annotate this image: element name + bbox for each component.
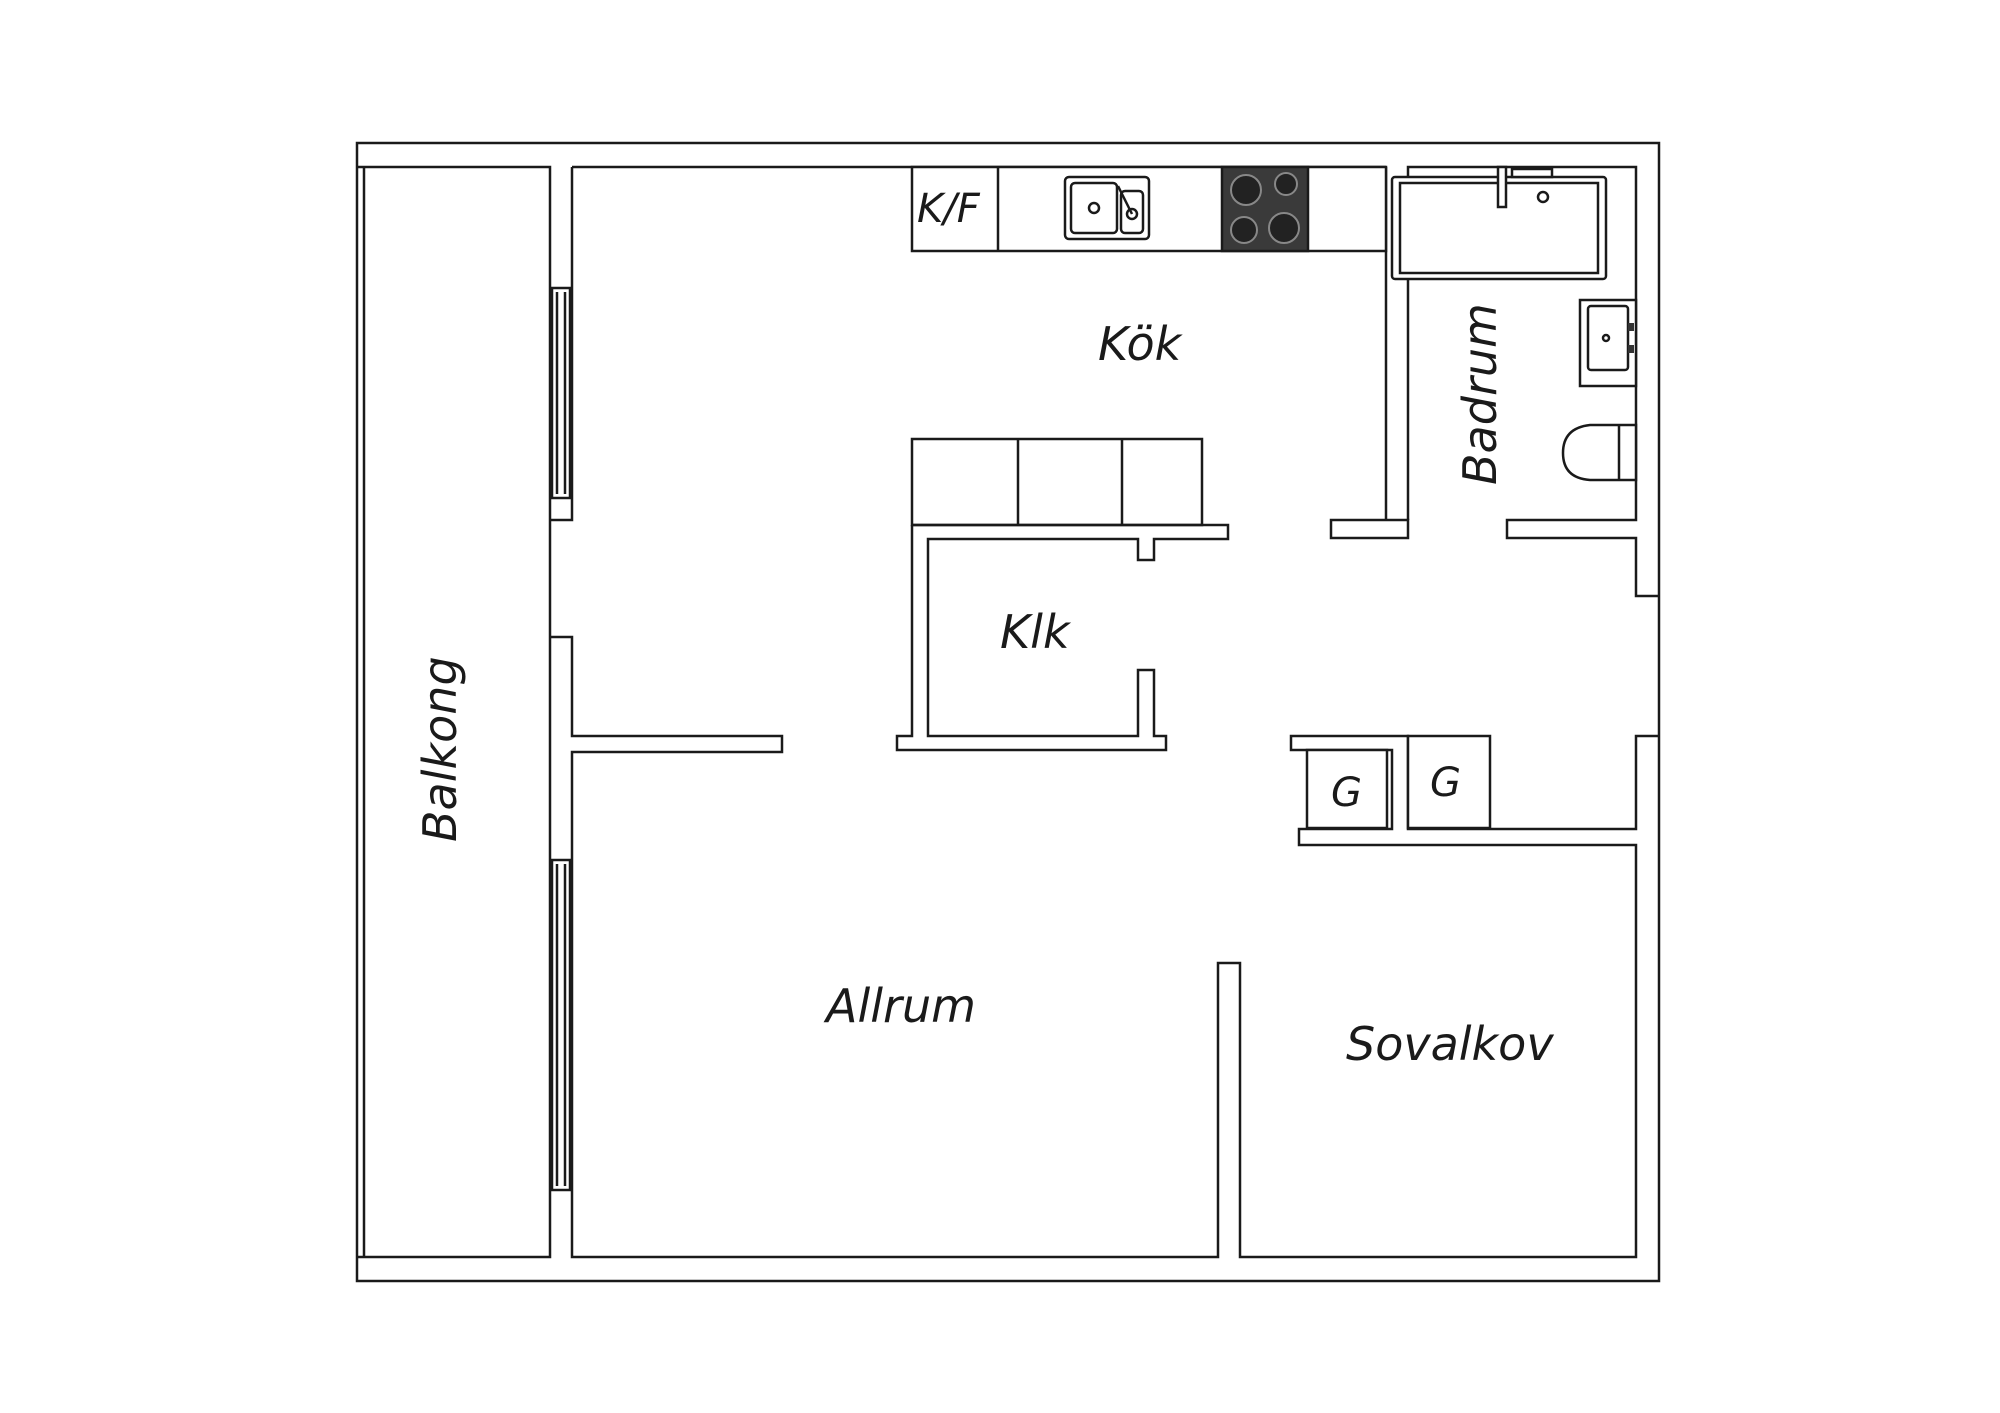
washbasin-icon	[1578, 298, 1638, 388]
closet-walls	[895, 523, 1230, 752]
wardrobes: G G	[1305, 734, 1492, 830]
room-label-kok: Kök	[1098, 317, 1184, 371]
room-label-klk: Klk	[1000, 605, 1072, 659]
window-upper	[550, 286, 572, 500]
fridge-freezer-label: K/F	[917, 186, 981, 232]
room-label-balkong: Balkong	[413, 656, 467, 842]
kitchen-sink-icon	[1063, 175, 1151, 241]
window-lower	[550, 858, 572, 1192]
room-label-allrum: Allrum	[823, 979, 976, 1033]
room-label-badrum: Badrum	[1453, 303, 1507, 485]
bathtub-icon	[1390, 165, 1608, 281]
toilet-icon	[1561, 423, 1638, 482]
outer-wall	[355, 141, 1661, 1283]
wardrobe-label-1: G	[1331, 770, 1362, 816]
kitchen-island	[910, 437, 1204, 527]
room-label-sovalkov: Sovalkov	[1346, 1017, 1554, 1071]
stove-icon	[1220, 165, 1310, 253]
wardrobe-label-2: G	[1430, 760, 1461, 806]
